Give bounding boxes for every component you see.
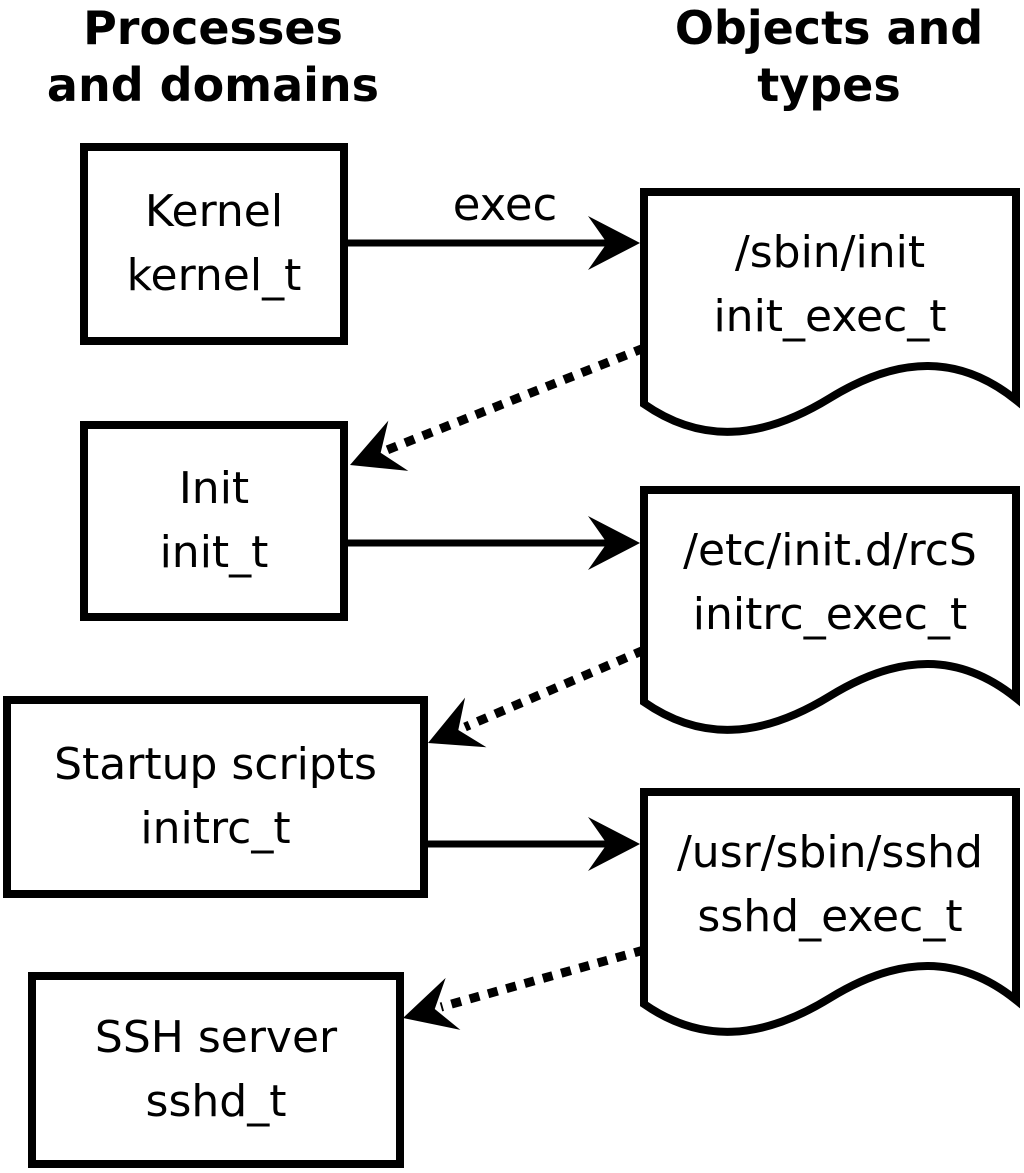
column-header-objects-line2: types (757, 58, 901, 112)
column-header-processes: Processes and domains (0, 0, 426, 114)
process-name: Kernel (144, 186, 284, 237)
domain-type: init_t (159, 527, 269, 578)
arrowhead-icon (588, 216, 640, 270)
process-box-init: Init init_t (80, 421, 348, 621)
arrowhead-icon (403, 977, 461, 1030)
arrowhead-icon (350, 420, 409, 471)
process-name: Startup scripts (54, 739, 377, 790)
document-shape-etc-initd-rcs (640, 486, 1020, 734)
exec-arrow-init-to-rcs (348, 516, 640, 570)
exec-arrow-startup-to-sshd (427, 817, 640, 871)
column-header-processes-line2: and domains (46, 58, 380, 112)
exec-edge-label: exec (452, 178, 558, 231)
transition-arrow-sbin-init-to-init (350, 343, 646, 471)
process-box-ssh-server: SSH server sshd_t (28, 972, 404, 1168)
process-name: SSH server (94, 1012, 338, 1063)
process-name: Init (178, 463, 250, 514)
domain-type: initrc_t (140, 803, 291, 854)
column-header-processes-line1: Processes (83, 1, 343, 55)
process-box-kernel: Kernel kernel_t (80, 143, 348, 345)
transition-arrow-sshd-to-sshserver (403, 945, 646, 1030)
domain-type: sshd_t (145, 1076, 287, 1127)
domain-type: kernel_t (126, 250, 302, 301)
exec-arrow-kernel-to-sbin-init (348, 216, 640, 270)
transition-arrow-rcs-to-startup (428, 645, 646, 748)
column-header-objects: Objects and types (632, 0, 1024, 114)
process-box-startup-scripts: Startup scripts initrc_t (3, 696, 428, 898)
document-shape-sbin-init (640, 188, 1020, 436)
arrowhead-icon (428, 697, 487, 748)
column-header-objects-line1: Objects and (674, 1, 984, 55)
arrowhead-icon (588, 516, 640, 570)
document-shape-usr-sbin-sshd (640, 788, 1020, 1036)
arrowhead-icon (588, 817, 640, 871)
